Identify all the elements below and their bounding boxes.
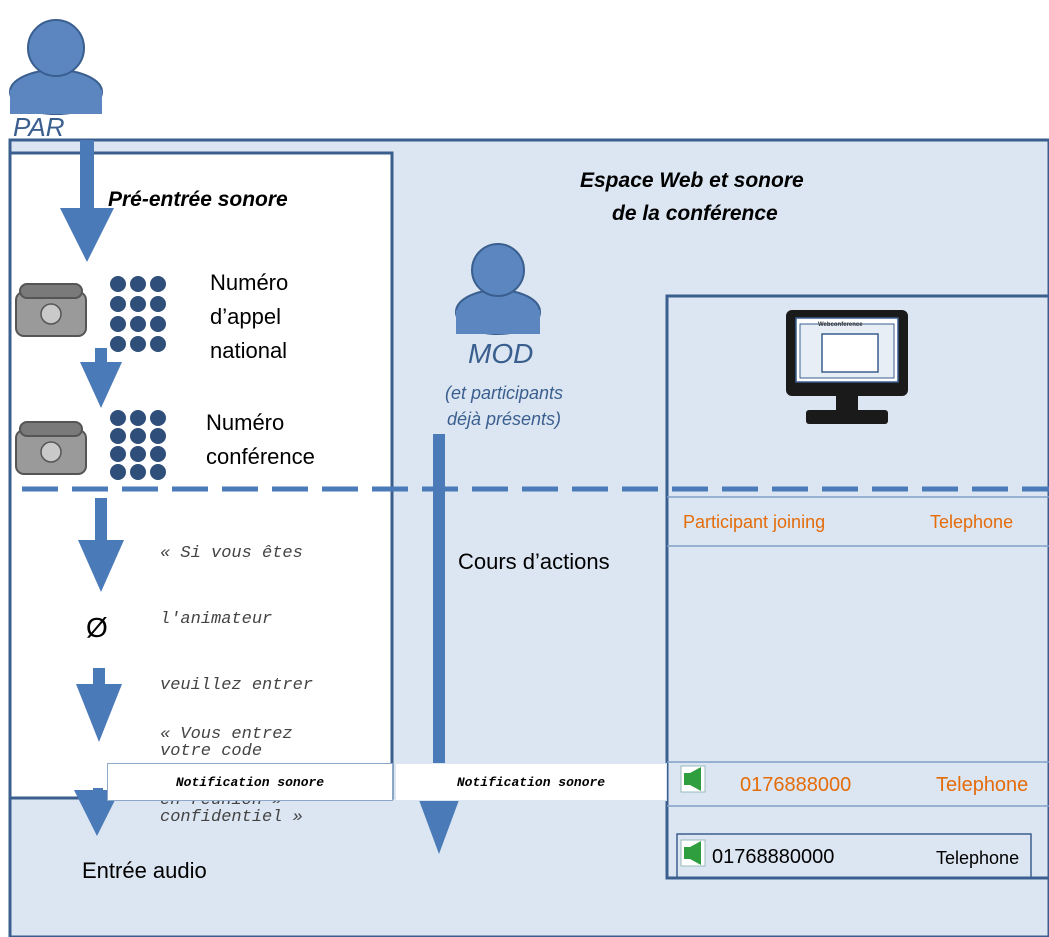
conference-line1: Numéro — [206, 410, 285, 435]
participant-type: Telephone — [936, 774, 1029, 796]
national-line3: national — [210, 338, 288, 363]
national-line1: Numéro — [210, 270, 289, 295]
animator-prompt: « Si vous êtes l'animateur veuillez entr… — [160, 499, 313, 851]
par-label: PAR — [13, 112, 65, 142]
monitor-icon — [786, 310, 908, 424]
conference-space-title-line2: de la conférence — [612, 202, 778, 225]
participant-row-box — [676, 833, 1032, 879]
prompt1-line3: veuillez entrer — [160, 676, 314, 695]
monitor-title: Webconference — [818, 322, 863, 328]
participant-number: 01768880000 — [712, 846, 835, 868]
pre-entry-box — [8, 151, 394, 800]
keypad-icon — [110, 410, 166, 480]
speaker-icon — [680, 839, 706, 867]
flow-arrows — [60, 140, 462, 854]
speaker-icon — [680, 765, 706, 793]
prompt2-line1: « Vous entrez — [160, 725, 293, 744]
notification-left: Notification sonore — [107, 763, 393, 801]
keypad-icon — [110, 276, 166, 352]
conference-number-label: Numéro conférence — [206, 406, 315, 474]
empty-code-symbol: Ø — [86, 612, 108, 643]
meeting-entry-prompt: « Vous entrez en réunion » — [160, 680, 293, 834]
mod-person-icon — [455, 243, 541, 335]
prompt1-line1: « Si vous êtes — [160, 544, 303, 563]
national-number-label: Numéro d’appel national — [210, 266, 288, 368]
joining-participant-type: Telephone — [930, 512, 1014, 532]
conference-space-title-line1: Espace Web et sonore — [580, 169, 804, 192]
actions-label: Cours d’actions — [458, 549, 610, 574]
joining-participant-name: Participant joining — [683, 512, 826, 532]
participant-type: Telephone — [936, 848, 1020, 868]
prompt1-line2: l'animateur — [160, 610, 273, 629]
pre-entry-title: Pré-entrée sonore — [108, 188, 288, 211]
prompt1-line5: confidentiel » — [160, 808, 303, 827]
mod-label: MOD — [468, 338, 534, 369]
national-line2: d’appel — [210, 304, 281, 329]
audio-entry-label: Entrée audio — [82, 858, 207, 883]
conference-line2: conférence — [206, 444, 315, 469]
mod-note: (et participants déjà présents) — [416, 380, 592, 432]
prompt1-line4: votre code — [160, 742, 263, 761]
mod-note-line2: déjà présents) — [446, 409, 562, 429]
notification-right: Notification sonore — [395, 763, 667, 801]
par-person-icon — [9, 19, 103, 115]
telephone-icon — [15, 283, 87, 337]
participant-number: 0176888000 — [740, 774, 852, 796]
mod-note-line1: (et participants — [444, 383, 564, 403]
telephone-icon — [15, 421, 87, 475]
